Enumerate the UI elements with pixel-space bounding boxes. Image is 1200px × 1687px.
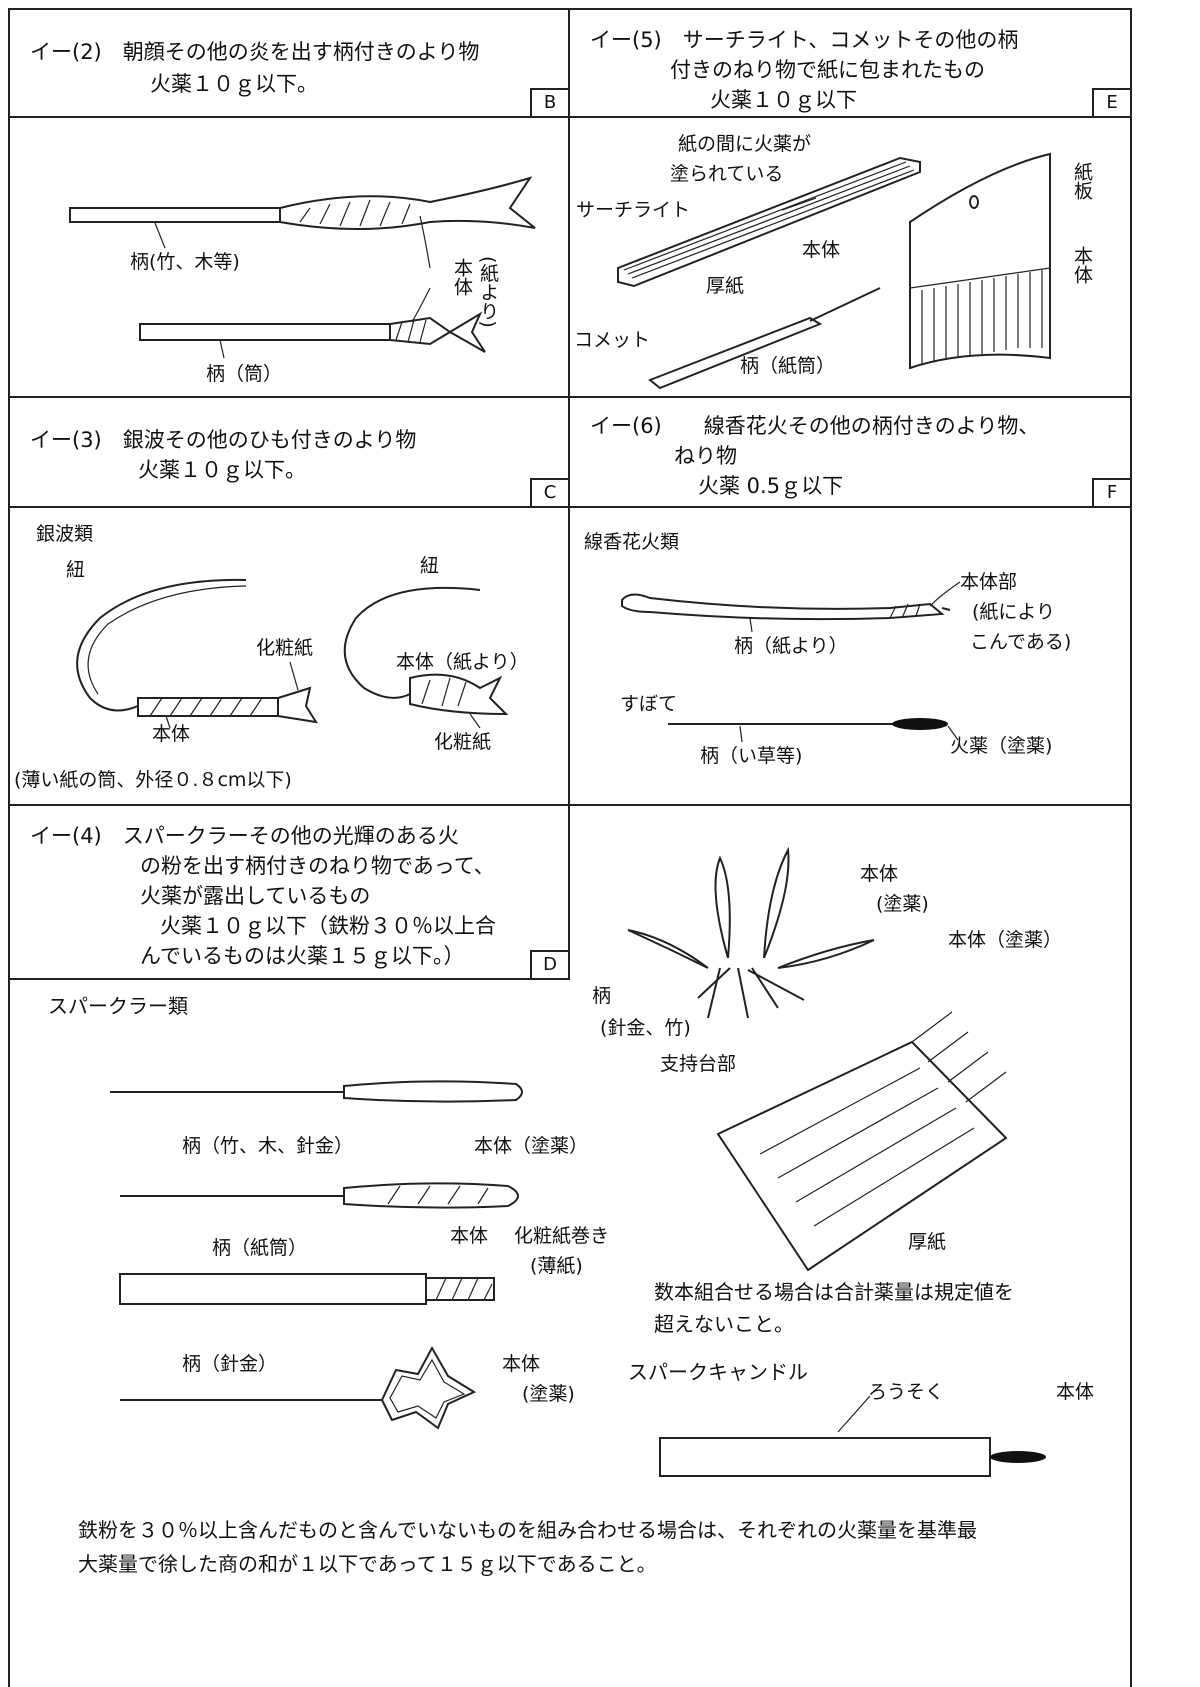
b-body-label: 本体 <box>451 258 473 296</box>
f-handle-label: 柄（紙より） <box>734 635 848 657</box>
f-powder-label: 火薬（塗薬) <box>950 735 1053 757</box>
f-twisted-label: こんである) <box>970 631 1072 653</box>
panel-c-header: イー(3) 銀波その他のひも付きのより物 火薬１０ｇ以下。 C <box>8 396 570 508</box>
e-board-label: 紙板 <box>1071 162 1093 200</box>
panel-b-line2: 火薬１０ｇ以下。 <box>150 72 318 96</box>
panel-b-line1: イー(2) 朝顔その他の炎を出す柄付きのより物 <box>30 40 480 64</box>
lower-decor-wrap-label: 化粧紙巻き <box>514 1225 610 1247</box>
lower-handle-wire-label: 柄（針金） <box>182 1353 278 1375</box>
panel-e-header: イー(5) サーチライト、コメットその他の柄 付きのねり物で紙に包まれたもの 火… <box>568 8 1132 118</box>
e-handle-tube-label: 柄（紙筒） <box>740 355 836 377</box>
panel-f-line2: ねり物 <box>674 444 737 468</box>
panel-d-line4: 火薬１０ｇ以下（鉄粉３０％以上合 <box>160 914 496 938</box>
panel-e-drawing: 紙の間に火薬が 塗られている サーチライト 本体 厚紙 コメット 柄（紙筒） 紙… <box>568 116 1132 398</box>
panel-c-letter: C <box>530 478 568 506</box>
lower-section <box>8 804 1132 1687</box>
c-body2-label: 本体（紙より） <box>396 651 529 673</box>
f-category-label: 線香花火類 <box>584 531 680 553</box>
e-powder-between-label: 紙の間に火薬が <box>678 133 812 155</box>
panel-b-header: イー(2) 朝顔その他の炎を出す柄付きのより物 火薬１０ｇ以下。 B <box>8 8 570 118</box>
panel-c-line2: 火薬１０ｇ以下。 <box>138 458 306 482</box>
panel-b-drawing: 柄(竹、木等) 本体 (紙より) 柄（筒） <box>8 116 570 398</box>
e-coated-label: 塗られている <box>670 163 784 185</box>
c-string2-label: 紐 <box>420 555 440 577</box>
e-board-body-label: 本体 <box>1071 246 1093 284</box>
lower-illustration <box>110 846 1046 1477</box>
panel-f-letter: F <box>1092 478 1130 506</box>
e-thick-paper-label: 厚紙 <box>706 275 745 297</box>
lower-category-label: スパークラー類 <box>48 994 188 1018</box>
lower-handle-wood-label: 柄（竹、木、針金） <box>182 1135 354 1157</box>
lower-cluster-coat-label: (塗薬) <box>876 893 929 915</box>
c-note-label: (薄い紙の筒、外径０.８cm以下) <box>14 769 292 791</box>
panel-d-line2: の粉を出す柄付きのねり物であって、 <box>140 854 495 878</box>
panel-f-line3: 火薬 0.5ｇ以下 <box>698 474 844 498</box>
lower-cluster-body-label: 本体 <box>860 863 899 885</box>
panel-e-line1: イー(5) サーチライト、コメットその他の柄 <box>590 28 1019 52</box>
c-category-label: 銀波類 <box>36 523 94 545</box>
panel-f-header: イー(6) 線香花火その他の柄付きのより物、 ねり物 火薬 0.5ｇ以下 F <box>568 396 1132 508</box>
b-paper-twist-label: (紙より) <box>477 256 499 328</box>
lower-stand-label: 支持台部 <box>660 1053 737 1075</box>
e-comet-label: コメット <box>574 329 651 351</box>
panel-d-line5: んでいるものは火薬１５ｇ以下。） <box>140 944 465 968</box>
f-susubote-label: すぼて <box>620 693 678 715</box>
lower-cluster-handle-label: 柄 <box>592 985 612 1007</box>
lower-handle-paper-label: 柄（紙筒） <box>212 1237 308 1259</box>
c-string1-label: 紐 <box>66 559 86 581</box>
lower-thin-paper-label: (薄紙) <box>530 1255 583 1277</box>
lower-body-star-label: 本体 <box>502 1353 541 1375</box>
e-body-label: 本体 <box>802 239 841 261</box>
panel-d-line1: イー(4) スパークラーその他の光輝のある火 <box>30 824 459 848</box>
panel-c-line1: イー(3) 銀波その他のひも付きのより物 <box>30 428 417 452</box>
panel-d-letter: D <box>530 950 568 978</box>
panel-b-letter: B <box>530 88 568 116</box>
panel-c-illustration <box>76 578 509 729</box>
lower-cluster-handle2-label: (針金、竹) <box>600 1017 691 1039</box>
lower-footer-1: 鉄粉を３０％以上含んだものと含んでいないものを組み合わせる場合は、それぞれの火薬… <box>78 1518 977 1542</box>
panel-d-header: イー(4) スパークラーその他の光輝のある火 の粉を出す柄付きのねり物であって、… <box>8 804 570 980</box>
b-handle-bamboo-label: 柄(竹、木等) <box>130 251 240 273</box>
lower-candle-body-label: 本体 <box>1056 1381 1095 1403</box>
panel-f-line1: イー(6) 線香花火その他の柄付きのより物、 <box>590 414 1040 438</box>
lower-coat-star-label: (塗薬) <box>522 1383 575 1405</box>
panel-e-line3: 火薬１０ｇ以下 <box>710 88 857 112</box>
lower-thick-paper-label: 厚紙 <box>908 1231 947 1253</box>
panel-e-line2: 付きのねり物で紙に包まれたもの <box>670 58 985 82</box>
c-decor1-label: 化粧紙 <box>256 637 314 659</box>
lower-body-label: 本体 <box>450 1225 489 1247</box>
panel-b-illustration <box>69 176 536 359</box>
f-body-part-label: 本体部 <box>960 571 1018 593</box>
lower-body-coat-label: 本体（塗薬） <box>474 1135 589 1157</box>
lower-combine-note-2: 超えないこと。 <box>654 1312 794 1336</box>
f-paper-twist-label: (紙により <box>972 601 1056 623</box>
diagram-frame: イー(2) 朝顔その他の炎を出す柄付きのより物 火薬１０ｇ以下。 B イー(5)… <box>8 8 1200 1687</box>
panel-d-line3: 火薬が露出しているもの <box>140 884 371 908</box>
f-handle2-label: 柄（い草等) <box>700 745 803 767</box>
lower-candle-label: ろうそく <box>868 1381 945 1403</box>
c-body1-label: 本体 <box>152 723 191 745</box>
e-searchlight-label: サーチライト <box>576 199 691 221</box>
lower-combine-note-1: 数本組合せる場合は合計薬量は規定値を <box>654 1280 1014 1304</box>
c-decor2-label: 化粧紙 <box>434 731 492 753</box>
lower-spark-candle-label: スパークキャンドル <box>628 1360 808 1384</box>
panel-e-letter: E <box>1092 88 1130 116</box>
b-handle-tube-label: 柄（筒） <box>206 363 283 385</box>
lower-footer-2: 大薬量で徐した商の和が１以下であって１５ｇ以下であること。 <box>78 1552 657 1576</box>
lower-board-body-label: 本体（塗薬） <box>948 929 1063 951</box>
panel-f-illustration <box>621 581 961 743</box>
panel-e-illustration <box>617 152 1051 390</box>
